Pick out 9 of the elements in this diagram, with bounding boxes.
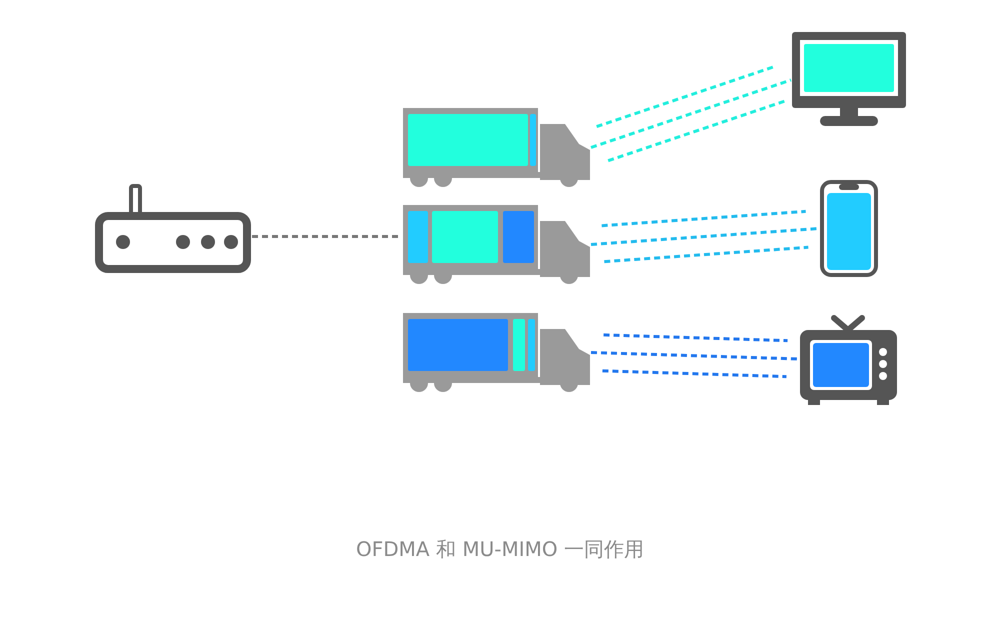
truck-drawing	[403, 108, 590, 187]
truck-drawing	[403, 205, 590, 284]
router-icon	[95, 184, 251, 273]
signal-line	[590, 65, 792, 162]
tv-icon	[800, 312, 897, 406]
caption: OFDMA 和 MU-MIMO 一同作用	[356, 537, 644, 561]
monitor-icon	[792, 32, 906, 128]
truck-drawing	[403, 313, 590, 392]
phone-icon	[820, 180, 878, 277]
